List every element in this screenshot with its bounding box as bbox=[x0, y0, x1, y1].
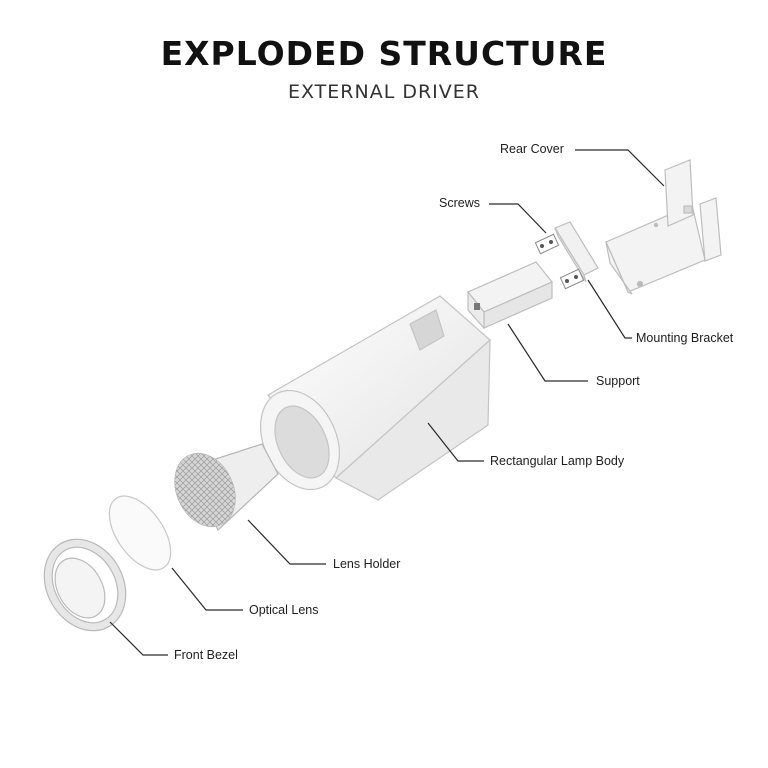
page-title: EXPLODED STRUCTURE bbox=[160, 34, 608, 73]
front-bezel-leader bbox=[109, 621, 168, 656]
support-label: Support bbox=[596, 374, 640, 388]
support-leader bbox=[507, 323, 588, 382]
rear-cover-part bbox=[605, 159, 722, 295]
support-part bbox=[467, 261, 553, 330]
mounting-bracket-label: Mounting Bracket bbox=[636, 331, 734, 345]
lens-holder-label: Lens Holder bbox=[333, 557, 401, 571]
screws-part bbox=[534, 233, 585, 290]
lamp-body-leader bbox=[427, 422, 484, 462]
page-subtitle: EXTERNAL DRIVER bbox=[288, 81, 480, 103]
screws-label: Screws bbox=[439, 196, 480, 210]
mounting-bracket-leader bbox=[587, 279, 632, 339]
mounting-bracket-part bbox=[554, 221, 599, 283]
lens-holder-leader bbox=[247, 519, 326, 565]
front-bezel-label: Front Bezel bbox=[174, 648, 238, 662]
rear-cover-label: Rear Cover bbox=[500, 142, 564, 156]
screws-leader bbox=[489, 203, 547, 234]
optical-lens-part bbox=[108, 495, 172, 571]
optical-lens-leader bbox=[171, 567, 243, 611]
rear-cover-leader bbox=[575, 149, 665, 187]
lamp-body-part bbox=[260, 295, 491, 501]
optical-lens-label: Optical Lens bbox=[249, 603, 319, 617]
front-bezel-part bbox=[43, 538, 127, 632]
callout-lines bbox=[109, 149, 665, 656]
lamp-body-label: Rectangular Lamp Body bbox=[490, 454, 625, 468]
lens-holder-part bbox=[170, 443, 279, 531]
